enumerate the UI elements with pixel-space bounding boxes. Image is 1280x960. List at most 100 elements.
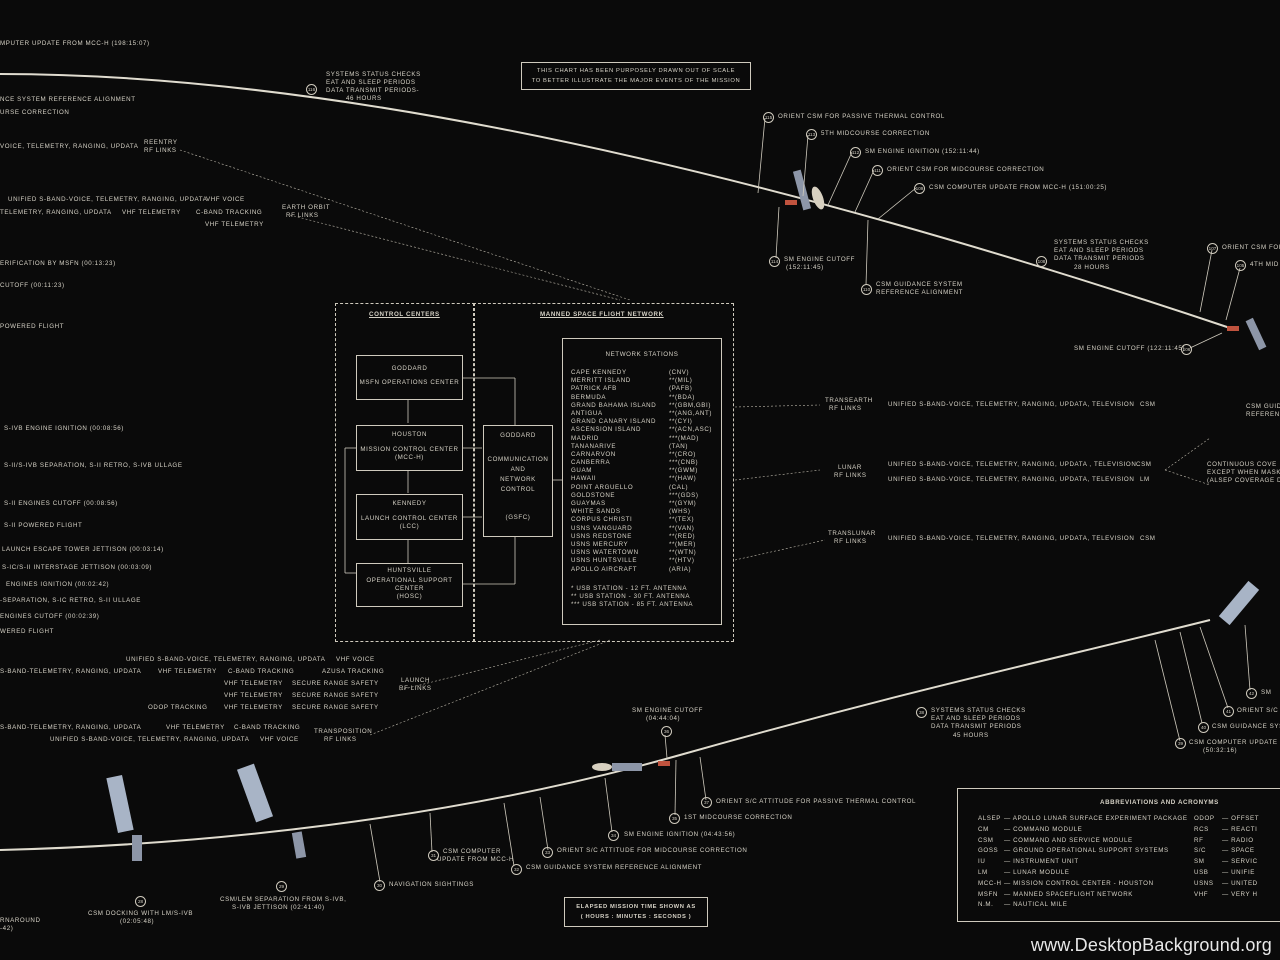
station-row: WHITE SANDS(WHS) — [571, 508, 717, 516]
control-centers-panel — [335, 303, 475, 642]
event-label: ORIENT CSM FOR — [1222, 244, 1280, 251]
rf-link: CSM — [1140, 535, 1156, 542]
station-row: ANTIGUA**(ANG,ANT) — [571, 410, 717, 418]
station-code: **(BDA) — [669, 393, 695, 401]
rf-link: VHF VOICE — [336, 656, 375, 663]
station-name: BERMUDA — [571, 393, 607, 401]
event-number: 106 — [1181, 344, 1192, 355]
abbreviation-meaning: — APOLLO LUNAR SURFACE EXPERIMENT PACKAG… — [1004, 815, 1188, 822]
station-name: CANBERRA — [571, 459, 611, 467]
huntsville-box: HUNTSVILLE OPERATIONAL SUPPORT CENTER (H… — [356, 563, 463, 607]
abbreviation-meaning: — MANNED SPACEFLIGHT NETWORK — [1004, 890, 1133, 898]
station-row: GRAND BAHAMA ISLAND**(GBM,GBI) — [571, 402, 717, 410]
event-label: REFERENCE ALIGNMENT — [876, 289, 964, 296]
reentry-link: VOICE, TELEMETRY, RANGING, UPDATA — [0, 143, 139, 150]
abbreviation-meaning: — UNITED — [1222, 879, 1258, 887]
abbreviations-title: ABBREVIATIONS AND ACRONYMS — [1100, 799, 1219, 806]
event-label: CSM GUID — [1246, 403, 1280, 410]
station-row: MERRITT ISLAND **(MIL) — [571, 377, 717, 385]
station-name: PATRICK AFB — [571, 385, 617, 393]
transearth-label: RF LINKS — [829, 405, 862, 412]
rf-link: UNIFIED S-BAND-VOICE, TELEMETRY, RANGING… — [888, 461, 1137, 468]
station-row: USNS MERCURY**(MER) — [571, 541, 717, 549]
event-number: 36 — [661, 726, 672, 737]
abbreviation-meaning: — OFFSET — [1222, 815, 1260, 822]
spacecraft-icon — [1227, 317, 1267, 351]
event-label: 28 HOURS — [1074, 264, 1110, 271]
spacecraft-icon — [592, 761, 670, 771]
event-number: 113 — [806, 129, 817, 140]
transposition-label: TRANSPOSITION — [314, 728, 373, 735]
abbreviation: RF — [1194, 836, 1204, 844]
station-name: MERRITT ISLAND — [571, 377, 631, 385]
abbreviations-box: ABBREVIATIONS AND ACRONYMS ALSEP— APOLLO… — [957, 788, 1280, 922]
event-label: SM ENGINE CUTOFF (122:11:45) — [1074, 345, 1186, 352]
rf-link: VHF TELEMETRY — [224, 692, 283, 699]
rf-link: VHF TELEMETRY — [166, 724, 225, 731]
station-code: **(CYI) — [669, 418, 693, 426]
station-row: HAWAII**(HAW) — [571, 475, 717, 483]
event-label: REFEREN — [1246, 411, 1280, 418]
event-number: 29 — [276, 881, 287, 892]
launch-label: RF LINKS — [399, 685, 432, 692]
event-label: ORIENT CSM FOR PASSIVE THERMAL CONTROL — [778, 113, 945, 120]
abbreviation-meaning: — VERY H — [1222, 890, 1258, 898]
abbreviation: N.M. — [978, 901, 994, 909]
event-label: DATA TRANSMIT PERIODS — [931, 723, 1022, 730]
scale-note: THIS CHART HAS BEEN PURPOSELY DRAWN OUT … — [521, 62, 751, 90]
station-code: (TAN) — [669, 442, 689, 450]
antenna-legend: ** USB STATION - 30 FT. ANTENNA — [571, 593, 691, 600]
abbreviation-meaning: — SPACE — [1222, 847, 1255, 855]
event-number: 115 — [763, 112, 774, 123]
coverage-note: (ALSEP COVERAGE D — [1207, 477, 1280, 484]
event-label: 5TH MIDCOURSE CORRECTION — [821, 130, 930, 137]
network-stations-box: NETWORK STATIONS CAPE KENNEDY(CNV)MERRIT… — [562, 338, 722, 625]
event-label: MPUTER UPDATE FROM MCC-H (198:15:07) — [0, 40, 150, 47]
station-code: (WHS) — [669, 508, 691, 516]
event-number: 116 — [306, 84, 317, 95]
station-code: **(GBM,GBI) — [669, 401, 712, 409]
event-number: 114 — [769, 256, 780, 267]
event-label: S-IVB ENGINE IGNITION (00:08:56) — [4, 425, 124, 432]
event-label: ENGINES CUTOFF (00:02:39) — [0, 613, 100, 620]
abbreviation-meaning: — MISSION CONTROL CENTER - HOUSTON — [1004, 879, 1154, 887]
lunar-label: RF LINKS — [834, 472, 867, 479]
event-label: UPDATE FROM MCC-H — [437, 856, 515, 863]
station-row: GOLDSTONE***(GDS) — [571, 492, 717, 500]
event-label: 46 HOURS — [346, 95, 382, 102]
rf-link: VHF VOICE — [260, 736, 299, 743]
event-label: (02:05:48) — [120, 918, 155, 925]
reentry-label: RF LINKS — [144, 147, 177, 154]
event-label: RNAROUND — [0, 917, 41, 924]
event-label: ENGINES IGNITION (00:02:42) — [6, 581, 110, 588]
station-name: GUAYMAS — [571, 500, 606, 507]
abbreviation-meaning: — INSTRUMENT UNIT — [1004, 858, 1079, 866]
station-name: USNS WATERTOWN — [571, 549, 639, 557]
rf-link: CSM — [1140, 401, 1156, 408]
station-code: **(MIL) — [669, 377, 693, 385]
event-label: EAT AND SLEEP PERIODS — [326, 79, 416, 86]
station-name: CORPUS CHRISTI — [571, 516, 633, 524]
station-row: GUAM**(GWM) — [571, 467, 717, 475]
event-label: CSM COMPUTER — [443, 848, 502, 855]
houston-box: HOUSTON MISSION CONTROL CENTER (MCC-H) — [356, 425, 463, 471]
abbreviation-meaning: — UNIFIE — [1222, 868, 1255, 876]
station-list: CAPE KENNEDY(CNV)MERRITT ISLAND**(MIL)PA… — [571, 369, 717, 574]
rf-link: S-BAND-TELEMETRY, RANGING, UPDATA — [0, 724, 142, 731]
event-number: 31 — [428, 850, 439, 861]
station-code: **(GYM) — [669, 500, 697, 507]
station-row: USNS HUNTSVILLE**(HTV) — [571, 557, 717, 565]
coverage-note: EXCEPT WHEN MASK — [1207, 469, 1280, 476]
event-label: DATA TRANSMIT PERIODS- — [326, 87, 420, 94]
rf-link: UNIFIED S-BAND-VOICE, TELEMETRY, RANGING… — [888, 535, 1135, 542]
event-label: CSM GUIDANCE SYSTEM REFERENCE ALIGNMENT — [526, 864, 703, 871]
event-label: 1ST MIDCOURSE CORRECTION — [684, 814, 793, 821]
event-label: WERED FLIGHT — [0, 628, 54, 635]
rf-link: VHF TELEMETRY — [224, 680, 283, 687]
event-label: LAUNCH ESCAPE TOWER JETTISON (00:03:14) — [2, 546, 164, 553]
abbreviation: GOSS — [978, 847, 999, 855]
event-label: CSM COMPUTER UPDATE FRO — [1189, 739, 1280, 746]
reentry-label: REENTRY — [144, 139, 178, 146]
abbreviation-meaning: — RADIO — [1222, 836, 1254, 844]
event-label: CSM/LEM SEPARATION FROM S-IVB, — [220, 896, 347, 903]
